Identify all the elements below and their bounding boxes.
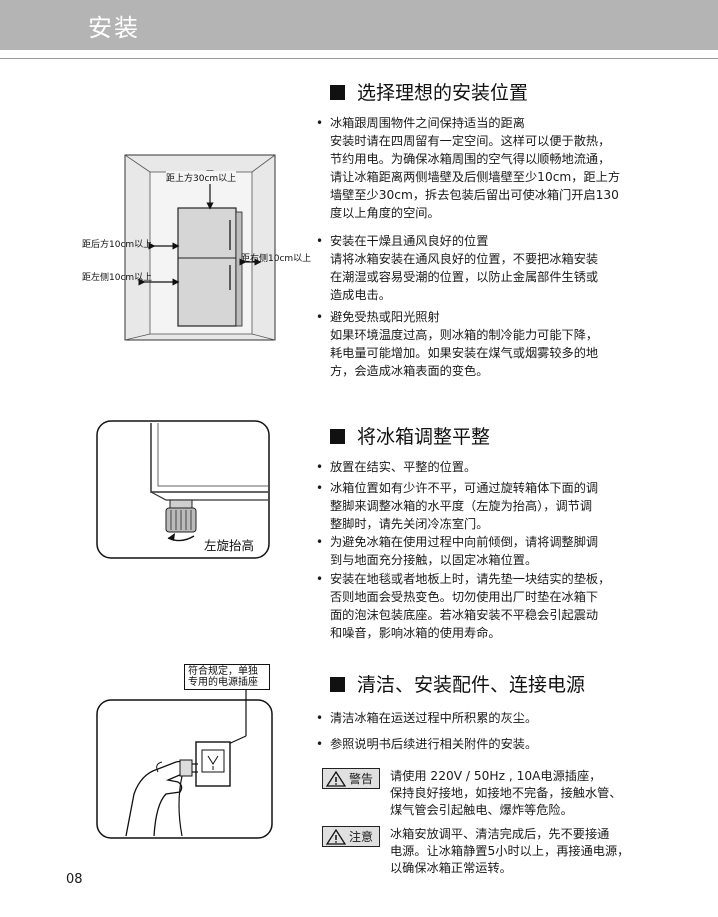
bullet-dot-icon: • (316, 460, 324, 474)
bullet-level-1: • 放置在结实、平整的位置。 (316, 460, 477, 474)
bullet-dot-icon: • (316, 737, 324, 751)
bullet-dot-icon: • (316, 310, 324, 324)
section-title-leveling: 将冰箱调整平整 (330, 422, 490, 449)
bullet-accessories: • 参照说明书后续进行相关附件的安装。 (316, 737, 538, 751)
section-title-location: 选择理想的安装位置 (330, 78, 528, 105)
label-right-clearance: 距右侧10cm以上 (241, 254, 312, 264)
square-bullet-icon (330, 677, 345, 692)
bullet-dot-icon: • (316, 481, 324, 495)
bullet-dot-icon: • (316, 535, 324, 549)
bullet-dot-icon: • (316, 116, 324, 130)
header-bar: 安装 (0, 0, 718, 50)
label-left-clearance: 距左侧10cm以上 (82, 273, 153, 283)
label-top-clearance: 距上方30cm以上 (166, 171, 237, 184)
warning-triangle-icon (326, 771, 346, 787)
power-figure: 符合规定，单独 专用的电源插座 (96, 664, 274, 840)
leveling-foot-illustration (96, 420, 270, 559)
clearance-figure: 距上方30cm以上 距后方10cm以上 距左侧10cm以上 距右侧10cm以上 (80, 150, 320, 345)
label-back-clearance: 距后方10cm以上 (82, 240, 153, 250)
square-bullet-icon (330, 85, 345, 100)
caution-text: 冰箱安放调平、清洁完成后，先不要接通 电源。让冰箱静置5小时以上，再接通电源， … (390, 827, 630, 875)
warning-badge: 警告 (322, 768, 380, 789)
bullet-level-2: • 冰箱位置如有少许不平，可通过旋转箱体下面的调 整脚来调整冰箱的水平度（左旋为… (316, 481, 599, 531)
bullet-clean: • 清洁冰箱在运送过程中所积累的灰尘。 (316, 711, 538, 725)
section-title-power: 清洁、安装配件、连接电源 (330, 670, 585, 697)
outlet-callout-box: 符合规定，单独 专用的电源插座 (184, 664, 270, 690)
bullet-level-3: • 为避免冰箱在使用过程中向前倾倒，请将调整脚调 到与地面充分接触，以固定冰箱位… (316, 535, 599, 567)
bullet-level-4: • 安装在地毯或者地板上时，请先垫一块结实的垫板， 否则地面会受热变色。切勿使用… (316, 572, 611, 640)
page-number: 08 (66, 872, 83, 887)
leveling-figure: 左旋抬高 (96, 420, 271, 560)
caution-badge: 注意 (322, 826, 380, 847)
fridge-clearance-illustration (124, 154, 276, 341)
bullet-dot-icon: • (316, 234, 324, 248)
square-bullet-icon (330, 429, 345, 444)
plug-outlet-illustration (96, 690, 273, 839)
caution-triangle-icon (326, 829, 346, 845)
page-title: 安装 (88, 14, 140, 42)
warning-text: 请使用 220V / 50Hz , 10A电源插座， 保持良好接地，如接地不完备… (390, 769, 622, 817)
label-turn-left-raise: 左旋抬高 (204, 538, 255, 553)
bullet-dot-icon: • (316, 711, 324, 725)
bullet-heat: • 避免受热或阳光照射 如果环境温度过高，则冰箱的制冷能力可能下降， 耗电量可能… (316, 310, 599, 378)
header-divider (0, 58, 718, 59)
bullet-dot-icon: • (316, 572, 324, 586)
bullet-clearance: • 冰箱跟周围物件之间保持适当的距离 安装时请在四周留有一定空间。这样可以便于散… (316, 116, 621, 220)
bullet-ventilation: • 安装在干燥且通风良好的位置 请将冰箱安装在通风良好的位置，不要把冰箱安装 在… (316, 234, 599, 302)
